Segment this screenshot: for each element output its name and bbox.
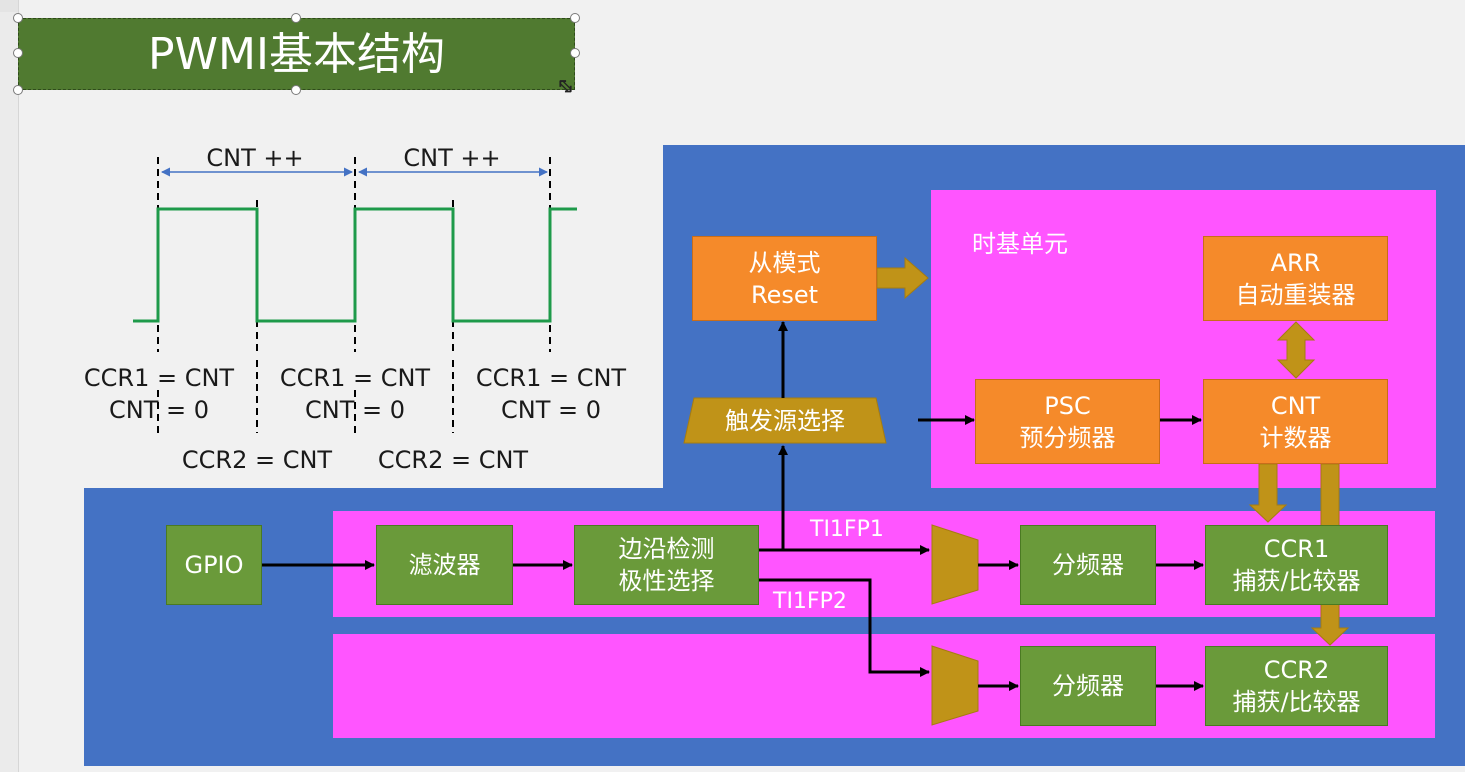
ccr2-capture-label-2: CCR2 = CNT xyxy=(377,446,529,474)
timebase-unit-label: 时基单元 xyxy=(972,230,1068,258)
trigger-select-shape xyxy=(683,397,887,444)
filter-block: 滤波器 xyxy=(376,525,513,605)
divider-block-1: 分频器 xyxy=(1020,525,1156,605)
slave-to-timebase-arrow xyxy=(876,256,929,300)
cnt-increment-label-2: CNT ++ xyxy=(403,144,501,172)
mux-channel1 xyxy=(931,524,979,605)
ti1fp2-line xyxy=(759,578,930,677)
ti1fp2-label: TI1FP2 xyxy=(773,589,847,614)
divider-block-2: 分频器 xyxy=(1020,646,1156,726)
mux-channel2 xyxy=(931,645,979,726)
arr-cnt-bidirectional-arrow xyxy=(1276,321,1316,379)
trigger-select-label: 触发源选择 xyxy=(725,406,845,435)
selection-handle-top-left[interactable] xyxy=(13,13,23,23)
pwm-waveform xyxy=(133,207,577,323)
ti1fp1-label: TI1FP1 xyxy=(810,517,884,542)
slide-title-box[interactable]: PWMI基本结构 xyxy=(18,18,575,90)
selection-handle-right[interactable] xyxy=(570,48,580,58)
selection-handle-left[interactable] xyxy=(13,48,23,58)
selection-handle-top[interactable] xyxy=(291,13,301,23)
slide-title: PWMI基本结构 xyxy=(148,29,445,80)
selection-handle-top-right[interactable] xyxy=(570,13,580,23)
selection-handle-bottom[interactable] xyxy=(291,85,301,95)
cnt-to-ccr1-arrow xyxy=(1248,463,1288,523)
ccr2-capture-label-1: CCR2 = CNT xyxy=(181,446,333,474)
gpio-block: GPIO xyxy=(166,525,262,605)
edge-detect-block: 边沿检测极性选择 xyxy=(574,525,759,605)
cnt-increment-label-1: CNT ++ xyxy=(206,144,304,172)
selection-handle-bottom-left[interactable] xyxy=(13,85,23,95)
